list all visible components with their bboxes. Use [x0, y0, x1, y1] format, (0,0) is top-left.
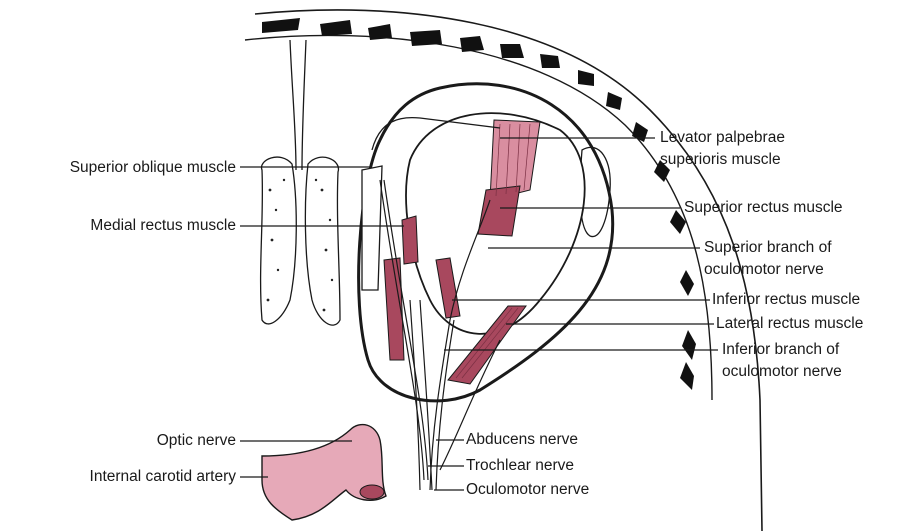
label-internal-carotid-artery: Internal carotid artery [90, 467, 236, 486]
crista-galli [290, 40, 306, 170]
label-superior-rectus-muscle: Superior rectus muscle [684, 198, 843, 217]
label-levator-palpebrae-line2: superioris muscle [660, 150, 781, 169]
artery-lumen [360, 485, 384, 499]
label-inferior-branch-line1: Inferior branch of [722, 340, 839, 359]
optic-nerve-path [420, 300, 432, 490]
label-superior-oblique-muscle: Superior oblique muscle [70, 158, 236, 177]
label-superior-branch-line2: oculomotor nerve [704, 260, 824, 279]
label-levator-palpebrae-line1: Levator palpebrae [660, 128, 785, 147]
label-medial-rectus-muscle: Medial rectus muscle [90, 216, 236, 235]
label-abducens-nerve: Abducens nerve [466, 430, 578, 449]
label-oculomotor-nerve: Oculomotor nerve [466, 480, 589, 499]
label-inferior-branch-line2: oculomotor nerve [722, 362, 842, 381]
label-superior-branch-line1: Superior branch of [704, 238, 832, 257]
superior-oblique-muscle [362, 166, 382, 290]
label-lateral-rectus-muscle: Lateral rectus muscle [716, 314, 863, 333]
label-trochlear-nerve: Trochlear nerve [466, 456, 574, 475]
label-inferior-rectus-muscle: Inferior rectus muscle [712, 290, 860, 309]
medial-rectus [402, 216, 418, 264]
internal-carotid-artery [262, 425, 386, 520]
label-optic-nerve: Optic nerve [157, 431, 236, 450]
